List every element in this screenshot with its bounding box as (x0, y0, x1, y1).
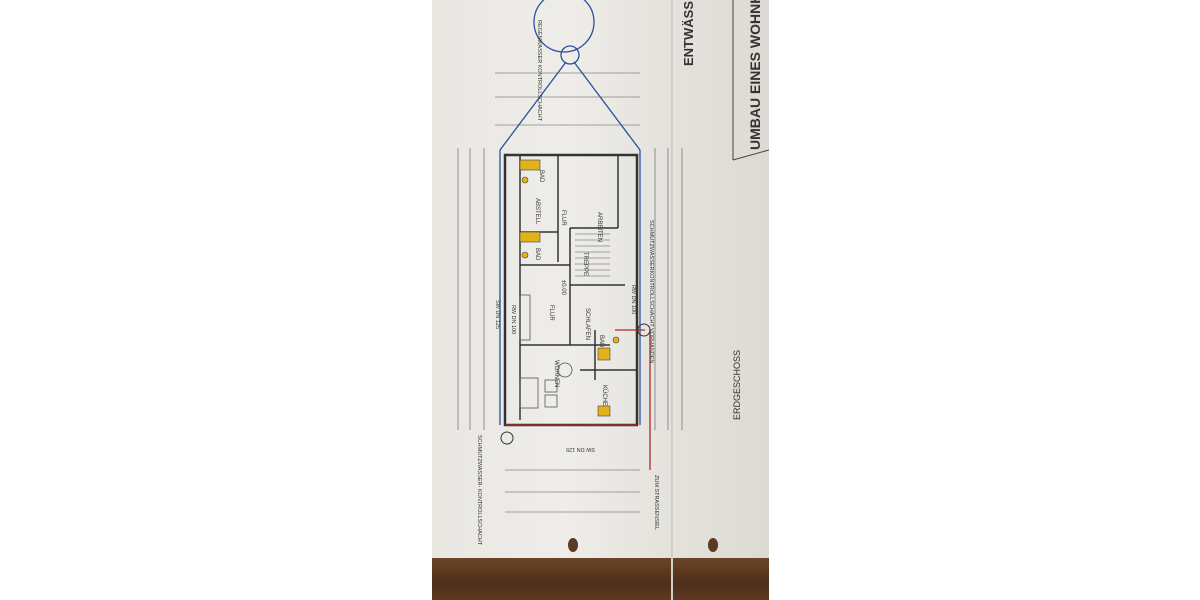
pipe-label: RW DN 100 (510, 305, 516, 334)
room-label: FLUR (560, 210, 566, 226)
wood-table (432, 558, 769, 600)
floor-plan: ENTWÄSS UMBAU EINES WOHNHA (457, 0, 769, 600)
punch-hole (708, 538, 718, 552)
room-label: BAD (598, 335, 604, 348)
shower-fixture (597, 347, 611, 361)
level-label: ±0.00 (560, 280, 566, 296)
sewage-shaft-circle (500, 431, 514, 445)
room-label: TREPPE (582, 252, 588, 276)
room-label: BAD (534, 248, 540, 261)
toilet-fixture (612, 336, 620, 344)
sink-fixture (597, 405, 611, 417)
title-project: UMBAU EINES WOHNHA (747, 0, 763, 150)
shaft-circle (560, 45, 580, 65)
to-sewer-label: ZUM STRASSENSIEL (653, 475, 659, 530)
rain-shaft-circle (533, 0, 595, 53)
title-border (732, 149, 769, 161)
pipe-label: RW DN 100 (630, 285, 636, 314)
bathtub-fixture (519, 231, 541, 243)
existing-shaft-label: SCHMUTZWASSERKONTROLLSCHACHT VORHANDEN (648, 220, 654, 363)
room-label: ABSTELL (534, 198, 540, 225)
building-outline (503, 153, 639, 427)
room-label: KÜCHE (601, 385, 608, 406)
drain-line (573, 61, 641, 151)
toilet-fixture (521, 176, 529, 184)
photo: ENTWÄSS UMBAU EINES WOHNHA (432, 0, 769, 600)
paper-sheet (432, 0, 769, 562)
title-heading: ENTWÄSS (681, 1, 696, 66)
room-label: ARBEITEN (596, 212, 602, 242)
room-label: BAD (538, 170, 544, 183)
drain-line (499, 61, 567, 151)
bathtub-fixture (519, 159, 541, 171)
floor-label: ERDGESCHOSS (732, 350, 742, 420)
toilet-fixture (521, 251, 529, 259)
pipe-label: SW DN 125 (566, 446, 595, 452)
room-label: SCHLAFEN (584, 308, 590, 340)
pipe-label: SW DN 125 (494, 300, 500, 329)
rain-shaft-label: REGENWASSER KONTROLLSCHACHT (536, 20, 542, 122)
stair (575, 233, 610, 277)
room-label: WOHNEN (553, 360, 559, 387)
room-label: FLUR (548, 305, 554, 321)
existing-shaft-circle (637, 323, 651, 337)
sewage-shaft-label: SCHMUTZWASSER- KONTROLLSCHACHT (476, 435, 482, 546)
punch-hole (568, 538, 578, 552)
